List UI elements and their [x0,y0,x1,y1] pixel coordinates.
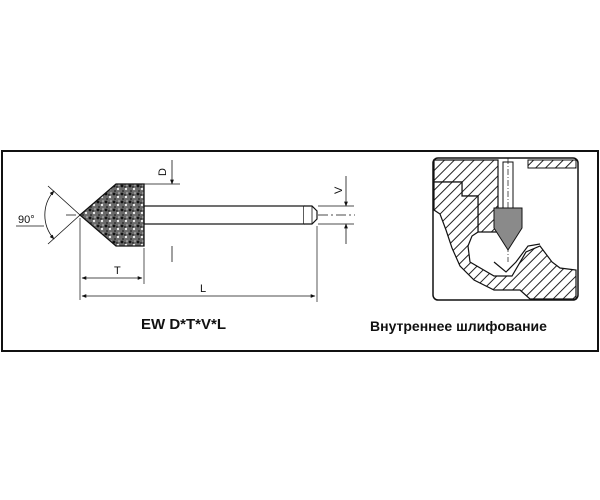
v-dimension: V [318,176,354,244]
t-dimension: T [79,218,145,300]
abrasive-head [79,183,145,247]
t-label: T [114,265,121,277]
workpiece-right-wall [527,159,577,169]
workpiece-lower [433,181,577,300]
shank-chamfer-end [304,205,318,225]
tool-designation: EW D*T*V*L [141,316,226,333]
d-dimension: D [144,160,180,262]
d-label: D [157,168,169,176]
internal-grinding-detail: Внутреннее шлифование [370,157,579,334]
tool-shank [143,205,305,225]
v-label: V [333,186,345,194]
tool-drawing: 90° D V T L E [16,160,355,333]
detail-caption: Внутреннее шлифование [370,318,547,334]
angle-dimension: 90° [16,185,81,245]
l-dimension: L [81,226,318,302]
l-label: L [200,283,206,295]
detail-tool-head [493,207,523,251]
groove-profile [493,243,541,273]
angle-label: 90° [18,214,35,226]
